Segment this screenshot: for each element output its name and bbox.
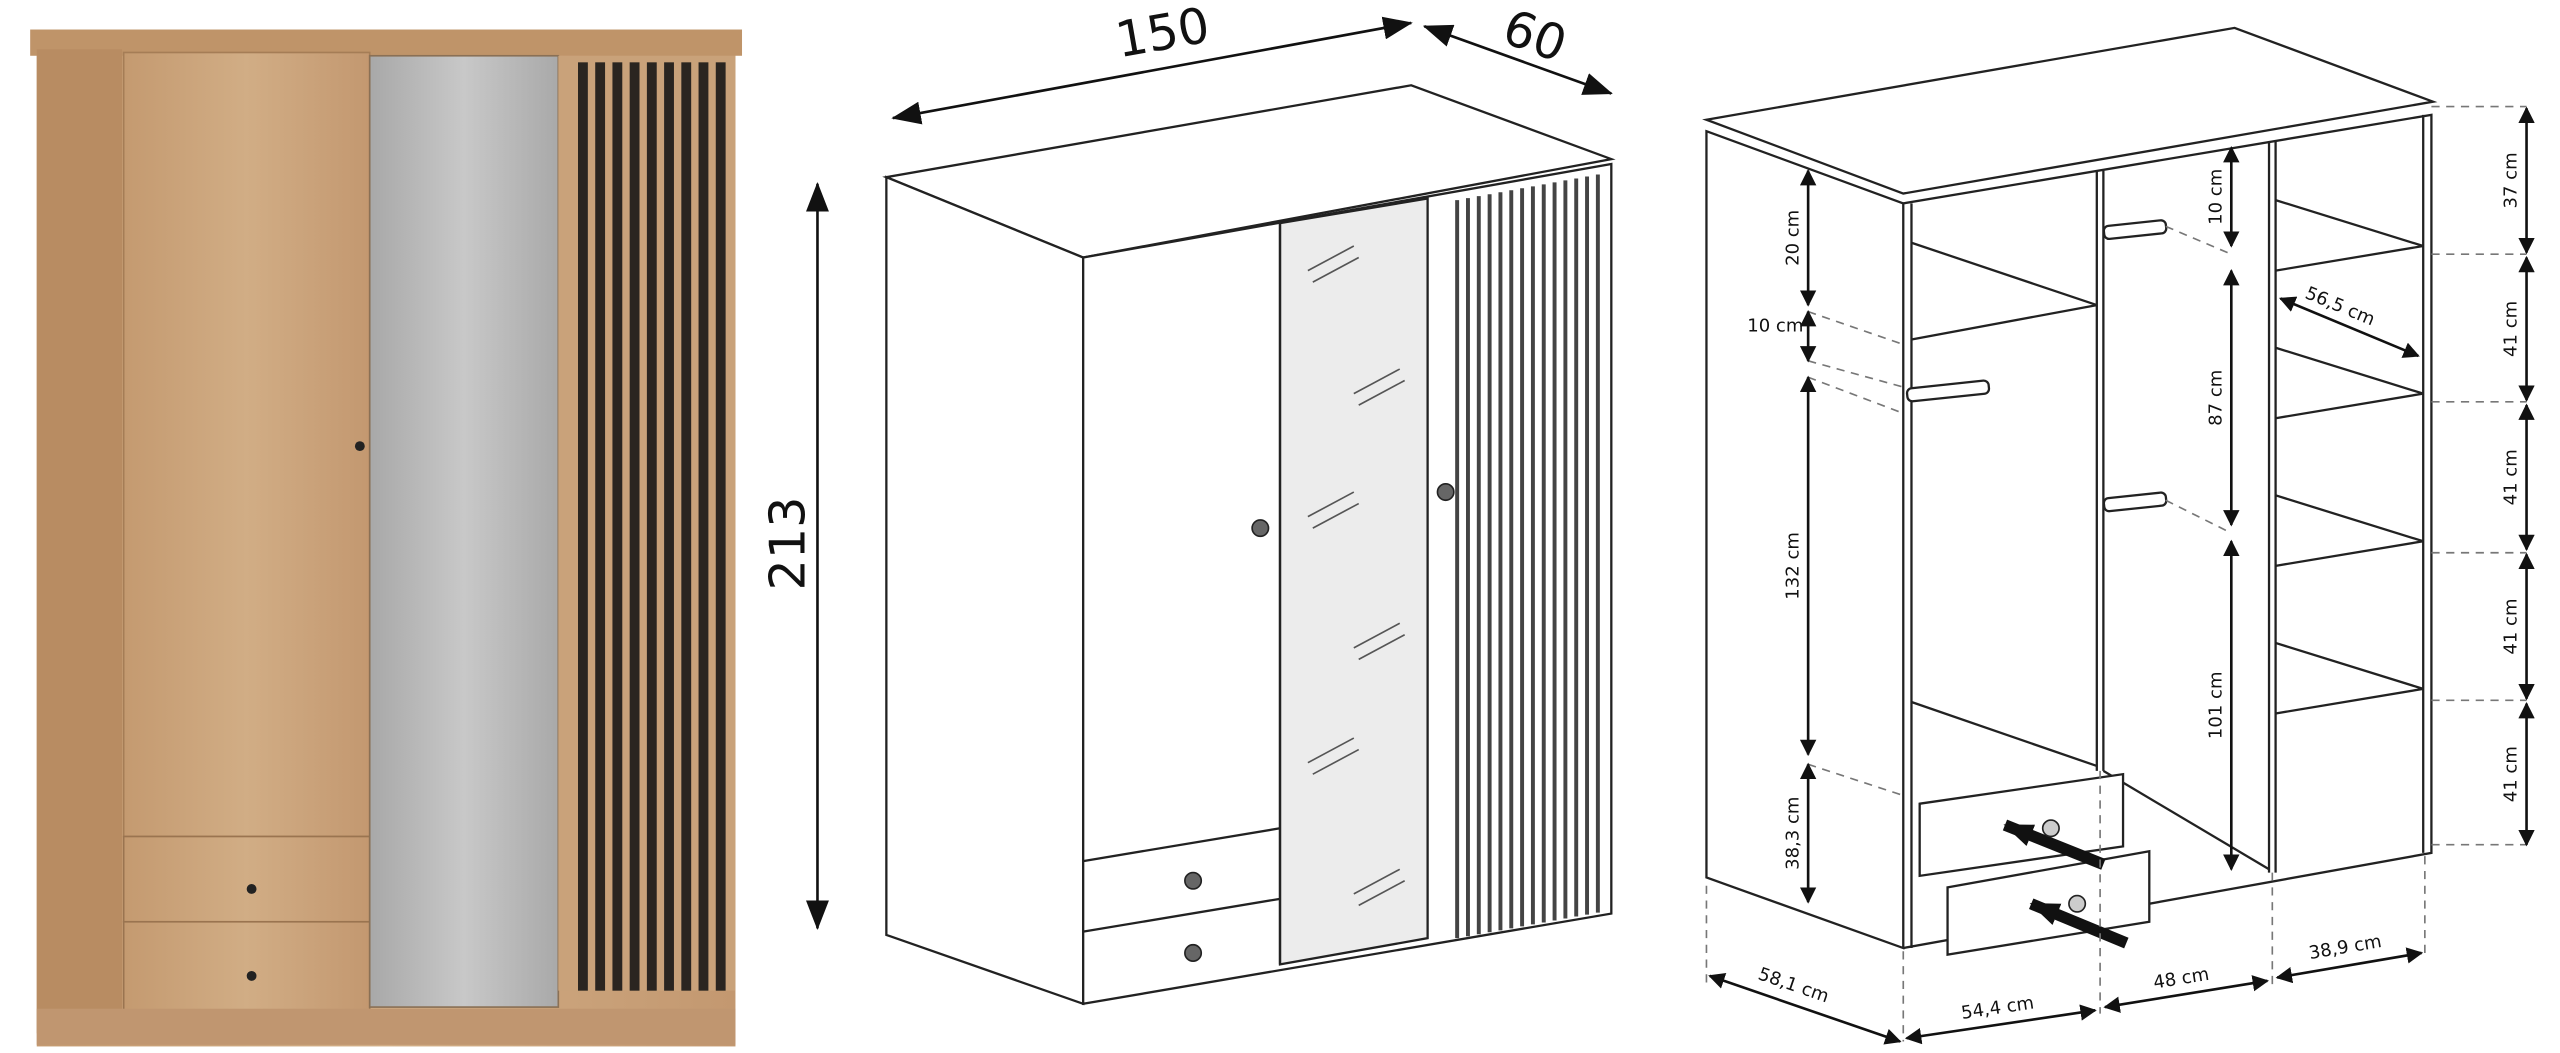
dimension-arrow — [2279, 296, 2420, 358]
depth-label: 60 — [1496, 0, 1575, 74]
dimension-label: 87 cm — [2205, 370, 2226, 426]
wardrobe-top — [30, 29, 743, 56]
shelf — [2275, 494, 2424, 543]
slat — [578, 62, 588, 991]
drawer-top — [122, 835, 371, 923]
dimension-label: 41 cm — [2501, 746, 2522, 802]
dimension-label: 132 cm — [1782, 532, 1803, 600]
shelf — [2275, 392, 2424, 420]
slat — [595, 62, 606, 991]
drawer-bottom — [122, 920, 371, 1015]
dimension-label: 10 cm — [2205, 169, 2226, 225]
dimension-label: 10 cm — [1747, 315, 1803, 336]
shelf — [2275, 346, 2424, 395]
slat — [629, 62, 640, 991]
shelf — [2275, 540, 2424, 567]
dimension-label: 54,4 cm — [1960, 992, 2036, 1024]
dimension-arrow — [1708, 972, 1902, 1045]
dimension-arrow — [1904, 1004, 2097, 1045]
dimension-arrow — [2103, 975, 2270, 1013]
slat — [646, 62, 657, 991]
slat — [698, 62, 709, 991]
side-panel — [36, 49, 123, 1034]
width-label: 150 — [1111, 0, 1214, 69]
overall-dimension-drawing: 150 60 213 — [758, 0, 1616, 1006]
drawer-knob-icon — [246, 970, 257, 981]
dimension-arrow — [2275, 947, 2424, 984]
mirror-door — [368, 54, 560, 1008]
depth-arrow — [1422, 24, 1613, 95]
slat — [681, 62, 692, 991]
dimension-label: 41 cm — [2501, 598, 2522, 654]
slats — [578, 62, 726, 991]
dimension-label: 41 cm — [2501, 449, 2522, 505]
dimension-label: 58,1 cm — [1755, 964, 1831, 1008]
dimension-label: 101 cm — [2205, 671, 2226, 739]
dimension-label: 38,3 cm — [1782, 797, 1803, 870]
drawer-knob-icon — [246, 884, 257, 894]
interior-dimension-drawing: 20 cm 10 cm 132 cm 38,3 cm 10 cm 87 cm 101 cm 5… — [1702, 26, 2535, 1045]
dimension-label: 20 cm — [1782, 210, 1803, 266]
dimension-label: 38,9 cm — [2307, 931, 2383, 964]
dimension-label: 37 cm — [2501, 152, 2522, 208]
shelf — [2275, 641, 2424, 690]
height-label: 213 — [758, 497, 816, 591]
slat — [664, 62, 674, 991]
shelf — [2275, 687, 2424, 715]
shelf — [2275, 244, 2424, 272]
dimension-label: 41 cm — [2501, 301, 2522, 357]
slat — [715, 62, 726, 991]
oak-door — [122, 51, 371, 838]
wardrobe-plinth — [36, 1008, 736, 1045]
slat — [612, 62, 623, 991]
dimension-label: 48 cm — [2152, 964, 2211, 994]
product-photo — [30, 29, 743, 1047]
door-knob-icon — [354, 441, 365, 452]
width-arrow — [891, 16, 1413, 125]
shelf — [2275, 199, 2424, 248]
